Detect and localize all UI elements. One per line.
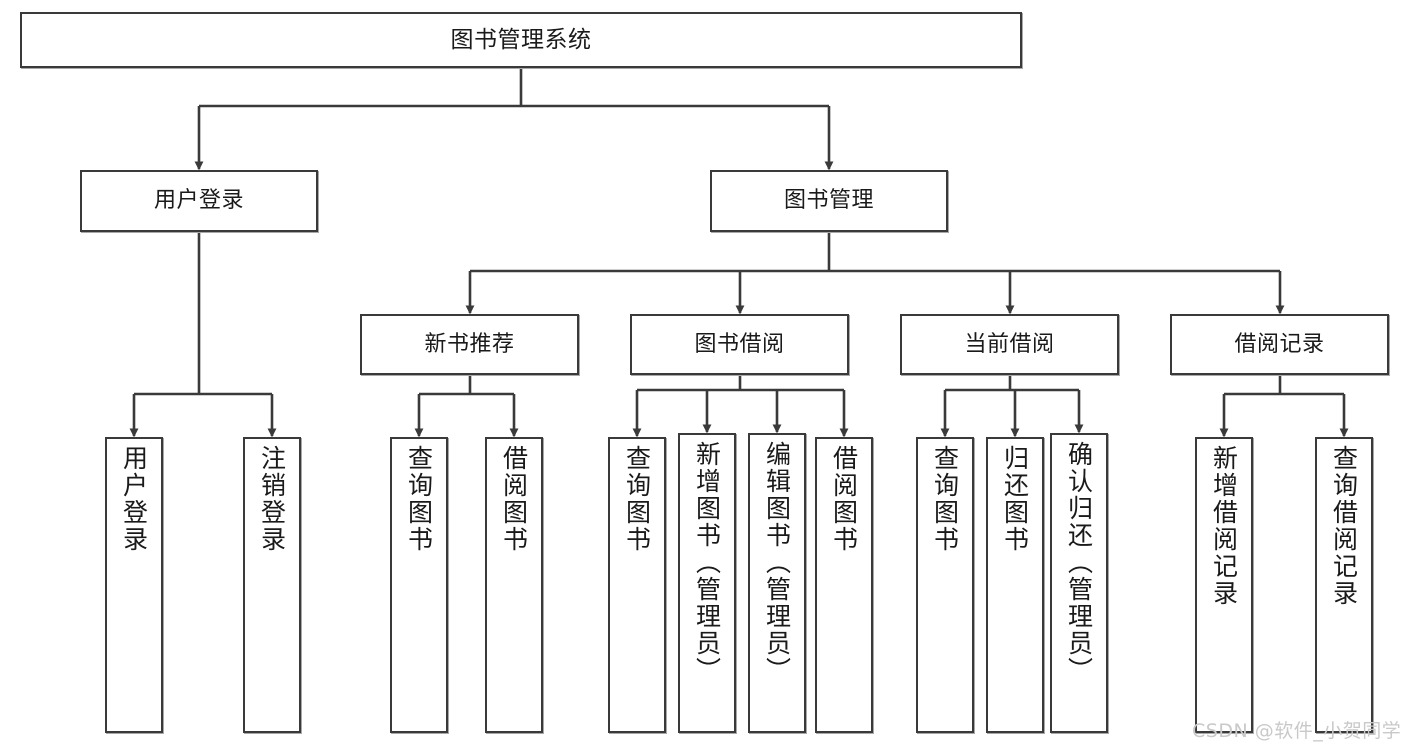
node-cur_borrow[interactable]: 当前借阅 [900,314,1119,375]
node-leaf_add_book[interactable]: 新增图书（管理员） [678,433,736,733]
node-label: 新增图书（管理员） [692,441,722,684]
node-leaf_edit_book[interactable]: 编辑图书（管理员） [748,433,806,733]
node-leaf_b_book1[interactable]: 借阅图书 [485,437,543,733]
node-leaf_login[interactable]: 用户登录 [105,437,163,733]
node-user_login[interactable]: 用户登录 [80,170,318,232]
node-leaf_add_log[interactable]: 新增借阅记录 [1195,437,1253,733]
node-label: 新书推荐 [424,331,515,357]
node-label: 查询图书 [404,445,434,553]
edge-paths [129,68,1349,438]
node-label: 借阅记录 [1234,331,1325,357]
node-label: 用户登录 [119,445,149,553]
node-new_book_rec[interactable]: 新书推荐 [360,314,579,375]
node-label: 借阅图书 [829,445,859,553]
node-label: 确认归还（管理员） [1064,441,1094,684]
node-book_mgmt[interactable]: 图书管理 [710,170,948,232]
node-label: 新增借阅记录 [1209,445,1239,607]
node-leaf_b_book2[interactable]: 借阅图书 [815,437,873,733]
node-label: 归还图书 [1000,445,1030,553]
node-leaf_q_book1[interactable]: 查询图书 [390,437,448,733]
node-label: 查询借阅记录 [1329,445,1359,607]
node-leaf_return[interactable]: 归还图书 [986,437,1044,733]
node-leaf_q_log[interactable]: 查询借阅记录 [1315,437,1373,733]
node-label: 借阅图书 [499,445,529,553]
node-label: 图书管理 [783,188,874,214]
node-leaf_conf_ret[interactable]: 确认归还（管理员） [1050,433,1108,733]
node-leaf_logout[interactable]: 注销登录 [243,437,301,733]
node-label: 用户登录 [153,188,244,214]
node-label: 编辑图书（管理员） [762,441,792,684]
node-root[interactable]: 图书管理系统 [20,12,1022,68]
node-label: 查询图书 [622,445,652,553]
node-leaf_q_book2[interactable]: 查询图书 [608,437,666,733]
node-book_borrow[interactable]: 图书借阅 [630,314,849,375]
node-label: 图书借阅 [694,331,785,357]
node-label: 当前借阅 [964,331,1055,357]
node-leaf_q_book3[interactable]: 查询图书 [916,437,974,733]
node-label: 查询图书 [930,445,960,553]
node-borrow_log[interactable]: 借阅记录 [1170,314,1389,375]
node-label: 注销登录 [257,445,287,553]
node-label: 图书管理系统 [450,26,592,53]
